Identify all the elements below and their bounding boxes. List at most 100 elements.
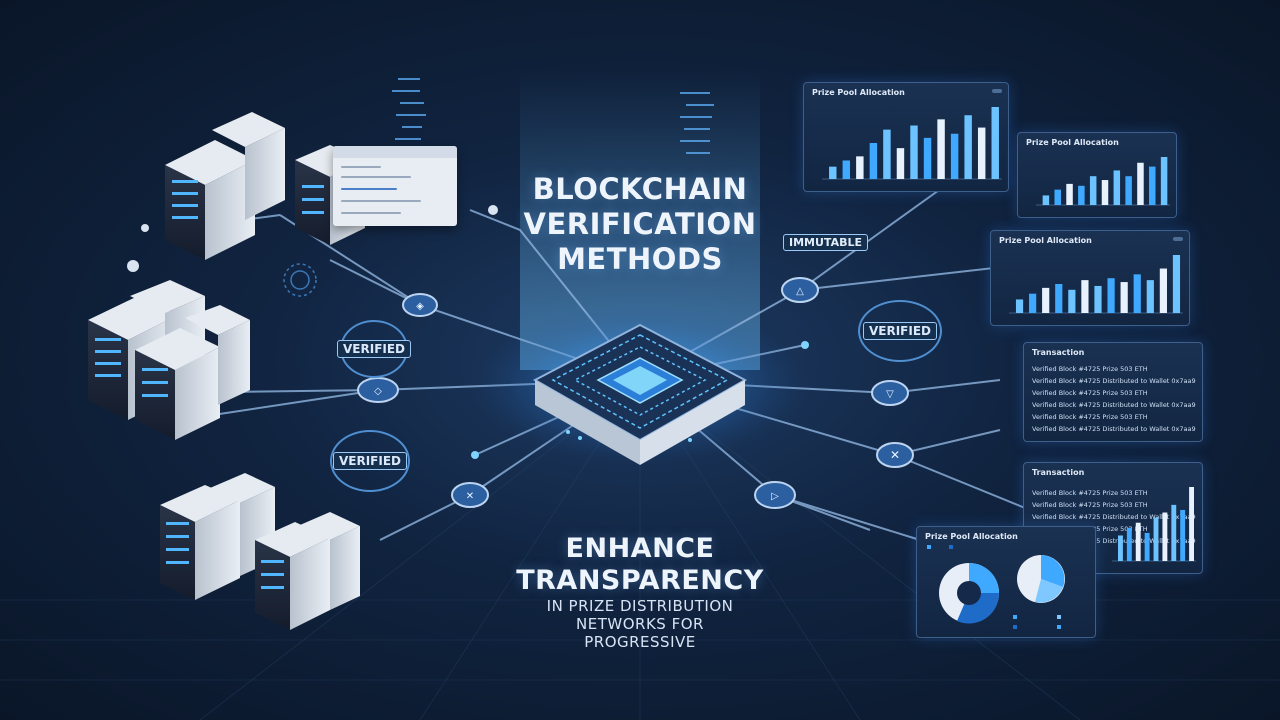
server-rack-group-middle — [88, 280, 250, 440]
subtitle-line: ENHANCE — [565, 533, 715, 564]
blockchain-hub — [470, 305, 810, 465]
chart-bar — [1066, 183, 1073, 205]
verified-stamp: VERIFIED — [858, 300, 942, 362]
bar-chart — [1112, 487, 1196, 562]
transaction-row: Verified Block #4725 Prize 503 ETH — [1032, 365, 1148, 373]
page-title: BLOCKCHAIN VERIFICATION METHODS — [490, 172, 790, 277]
pie-charts — [927, 545, 1065, 629]
chart-bar — [1146, 280, 1154, 313]
panel-title: Prize Pool Allocation — [925, 532, 1018, 541]
bar-chart — [1036, 157, 1170, 206]
verified-stamp: VERIFIED — [337, 320, 412, 378]
chart-bar — [1042, 287, 1050, 313]
chart-bar — [1055, 284, 1063, 313]
panel-title: Prize Pool Allocation — [1026, 138, 1119, 147]
chart-bar — [1159, 268, 1167, 313]
decorative-ring — [283, 263, 317, 297]
prize-pool-panel-mid-right: Prize Pool Allocation — [990, 230, 1190, 326]
chart-bar — [1149, 166, 1156, 205]
chart-bar — [923, 137, 932, 179]
network-node-1: ◈ — [402, 293, 438, 317]
dialog-line — [341, 212, 401, 214]
chart-bar — [1081, 280, 1089, 313]
panel-title: Transaction — [1032, 348, 1085, 357]
tagline-line: NETWORKS FOR — [576, 615, 704, 633]
chart-bar — [1113, 170, 1121, 205]
transaction-row: Verified Block #4725 Distributed to Wall… — [1032, 537, 1196, 545]
transaction-panel-top: Transaction Verified Block #4725 Prize 5… — [1023, 342, 1203, 442]
svg-text:✕: ✕ — [466, 491, 474, 502]
dialog-line — [341, 188, 397, 190]
donut-chart — [939, 563, 1000, 624]
verified-stamp-label: VERIFIED — [332, 452, 407, 470]
pie-chart-panel: Prize Pool Allocation — [916, 526, 1096, 638]
chart-bar — [1054, 189, 1061, 205]
chart-bar — [1133, 274, 1141, 313]
title-line: BLOCKCHAIN — [532, 172, 748, 206]
legend-swatches — [927, 545, 1061, 629]
svg-text:△: △ — [796, 286, 804, 297]
tagline-line: IN PRIZE DISTRIBUTION — [546, 597, 734, 615]
transaction-row: Verified Block #4725 Distributed to Wall… — [1032, 425, 1196, 433]
network-node-2: ◇ — [357, 377, 399, 403]
panel-title: Prize Pool Allocation — [812, 88, 905, 97]
chart-bar — [950, 133, 959, 179]
network-node-6: ✕ — [876, 442, 914, 468]
chart-bar — [869, 143, 878, 179]
prize-pool-panel-top: Prize Pool Allocation — [803, 82, 1009, 192]
chart-bar — [964, 115, 972, 179]
chart-bar — [1101, 180, 1109, 205]
transaction-row: Verified Block #4725 Distributed to Wall… — [1032, 513, 1196, 521]
immutable-stamp-label: IMMUTABLE — [783, 234, 868, 251]
chart-bar — [991, 107, 999, 179]
title-line: METHODS — [557, 242, 723, 276]
transaction-row: Verified Block #4725 Prize 503 ETH — [1032, 501, 1148, 509]
chart-bar — [1118, 535, 1123, 561]
chart-bar — [1172, 255, 1181, 313]
pie-chart — [1017, 555, 1065, 603]
bar-chart — [822, 107, 1002, 180]
chart-bar — [1160, 157, 1168, 205]
network-node-4: △ — [781, 277, 819, 303]
verified-stamp: VERIFIED — [330, 430, 410, 492]
tagline-line: PROGRESSIVE — [584, 633, 696, 651]
server-rack-group-bottom — [160, 473, 360, 630]
transaction-row: Verified Block #4725 Prize 503 ETH — [1032, 413, 1148, 421]
chart-bar — [1180, 509, 1186, 561]
chart-bar — [1107, 278, 1115, 313]
chart-bar — [1153, 517, 1159, 561]
svg-text:◇: ◇ — [374, 386, 382, 397]
verified-stamp-label: VERIFIED — [337, 340, 412, 358]
chart-bar — [856, 156, 864, 179]
network-dots — [127, 205, 809, 459]
code-lines-right — [680, 92, 714, 154]
page-tagline: IN PRIZE DISTRIBUTION NETWORKS FOR PROGR… — [500, 597, 780, 651]
page-subtitle: ENHANCE TRANSPARENCY — [470, 533, 810, 597]
chart-bar — [1042, 195, 1050, 205]
prize-pool-panel-upper-right: Prize Pool Allocation — [1017, 132, 1177, 218]
transaction-row: Verified Block #4725 Distributed to Wall… — [1032, 401, 1196, 409]
panel-control — [992, 89, 1002, 93]
chart-bar — [1068, 289, 1076, 313]
transaction-row: Verified Block #4725 Prize 503 ETH — [1032, 489, 1148, 497]
chart-bar — [910, 125, 918, 179]
network-node-3: ✕ — [451, 482, 489, 508]
chart-bar — [1135, 522, 1141, 561]
chart-bar — [977, 127, 986, 179]
svg-text:✕: ✕ — [890, 448, 900, 462]
network-node-7: ▷ — [754, 481, 796, 509]
dialog-line — [341, 166, 381, 168]
chart-bar — [883, 129, 891, 179]
chart-bar — [1144, 532, 1150, 561]
chart-bar — [937, 119, 945, 179]
panel-title: Transaction — [1032, 468, 1085, 477]
chart-bar — [1015, 299, 1024, 313]
svg-text:◈: ◈ — [416, 301, 424, 312]
subtitle-line: TRANSPARENCY — [516, 565, 764, 596]
svg-text:▷: ▷ — [771, 491, 779, 502]
transaction-row: Verified Block #4725 Distributed to Wall… — [1032, 377, 1196, 385]
chart-bar — [1126, 527, 1132, 561]
chart-bar — [1137, 162, 1144, 205]
title-line: VERIFICATION — [523, 207, 757, 241]
chart-bar — [1094, 285, 1102, 313]
